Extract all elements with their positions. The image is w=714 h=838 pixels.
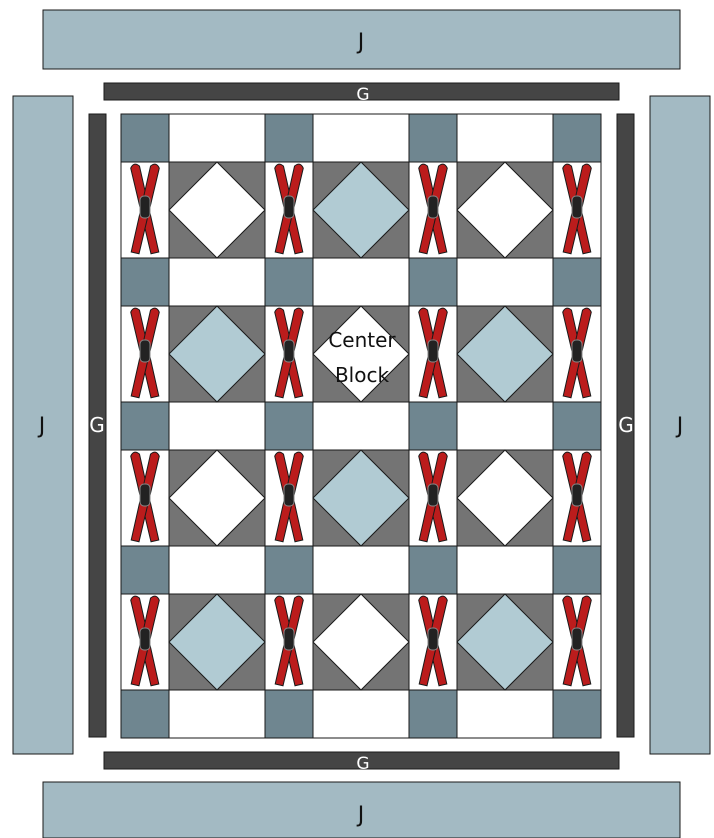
ski-binding <box>428 340 438 362</box>
ski-binding <box>428 196 438 218</box>
cornerstone <box>121 546 169 594</box>
ski-binding <box>428 628 438 650</box>
cornerstone <box>265 690 313 738</box>
ski-binding <box>284 484 294 506</box>
ski-binding <box>140 484 150 506</box>
label-j-bottom: J <box>356 803 365 828</box>
sashing-strip <box>457 402 553 450</box>
ski-binding <box>284 628 294 650</box>
cornerstone <box>409 690 457 738</box>
cornerstone <box>121 690 169 738</box>
quilt-center <box>121 114 601 738</box>
label-g-left: G <box>89 413 105 437</box>
cornerstone <box>121 114 169 162</box>
sashing-strip <box>313 114 409 162</box>
sashing-strip <box>169 114 265 162</box>
label-g-bottom: G <box>356 754 369 774</box>
sashing-strip <box>313 690 409 738</box>
sashing-strip <box>457 546 553 594</box>
label-g-top: G <box>356 85 369 105</box>
label-g-right: G <box>618 413 634 437</box>
center-block-label-line2: Block <box>335 363 390 387</box>
ski-binding <box>140 628 150 650</box>
cornerstone <box>265 258 313 306</box>
cornerstone <box>553 114 601 162</box>
sashing-strip <box>169 402 265 450</box>
cornerstone <box>553 690 601 738</box>
cornerstone <box>121 258 169 306</box>
ski-binding <box>572 484 582 506</box>
cornerstone <box>409 546 457 594</box>
cornerstone <box>121 402 169 450</box>
sashing-strip <box>169 690 265 738</box>
label-j-right: J <box>675 414 684 439</box>
cornerstone <box>409 402 457 450</box>
cornerstone <box>265 114 313 162</box>
sashing-strip <box>313 402 409 450</box>
sashing-strip <box>169 546 265 594</box>
sashing-strip <box>313 258 409 306</box>
cornerstone <box>553 402 601 450</box>
ski-binding <box>284 340 294 362</box>
cornerstone <box>265 546 313 594</box>
sashing-strip <box>169 258 265 306</box>
label-j-left: J <box>37 414 46 439</box>
sashing-strip <box>457 690 553 738</box>
cornerstone <box>409 114 457 162</box>
ski-binding <box>140 196 150 218</box>
ski-binding <box>572 196 582 218</box>
ski-binding <box>140 340 150 362</box>
label-j-top: J <box>356 30 365 55</box>
ski-binding <box>572 628 582 650</box>
sashing-strip <box>313 546 409 594</box>
cornerstone <box>409 258 457 306</box>
center-block-label-line1: Center <box>328 328 396 352</box>
sashing-strip <box>457 258 553 306</box>
sashing-strip <box>457 114 553 162</box>
cornerstone <box>265 402 313 450</box>
ski-binding <box>572 340 582 362</box>
cornerstone <box>553 258 601 306</box>
ski-binding <box>428 484 438 506</box>
cornerstone <box>553 546 601 594</box>
ski-binding <box>284 196 294 218</box>
